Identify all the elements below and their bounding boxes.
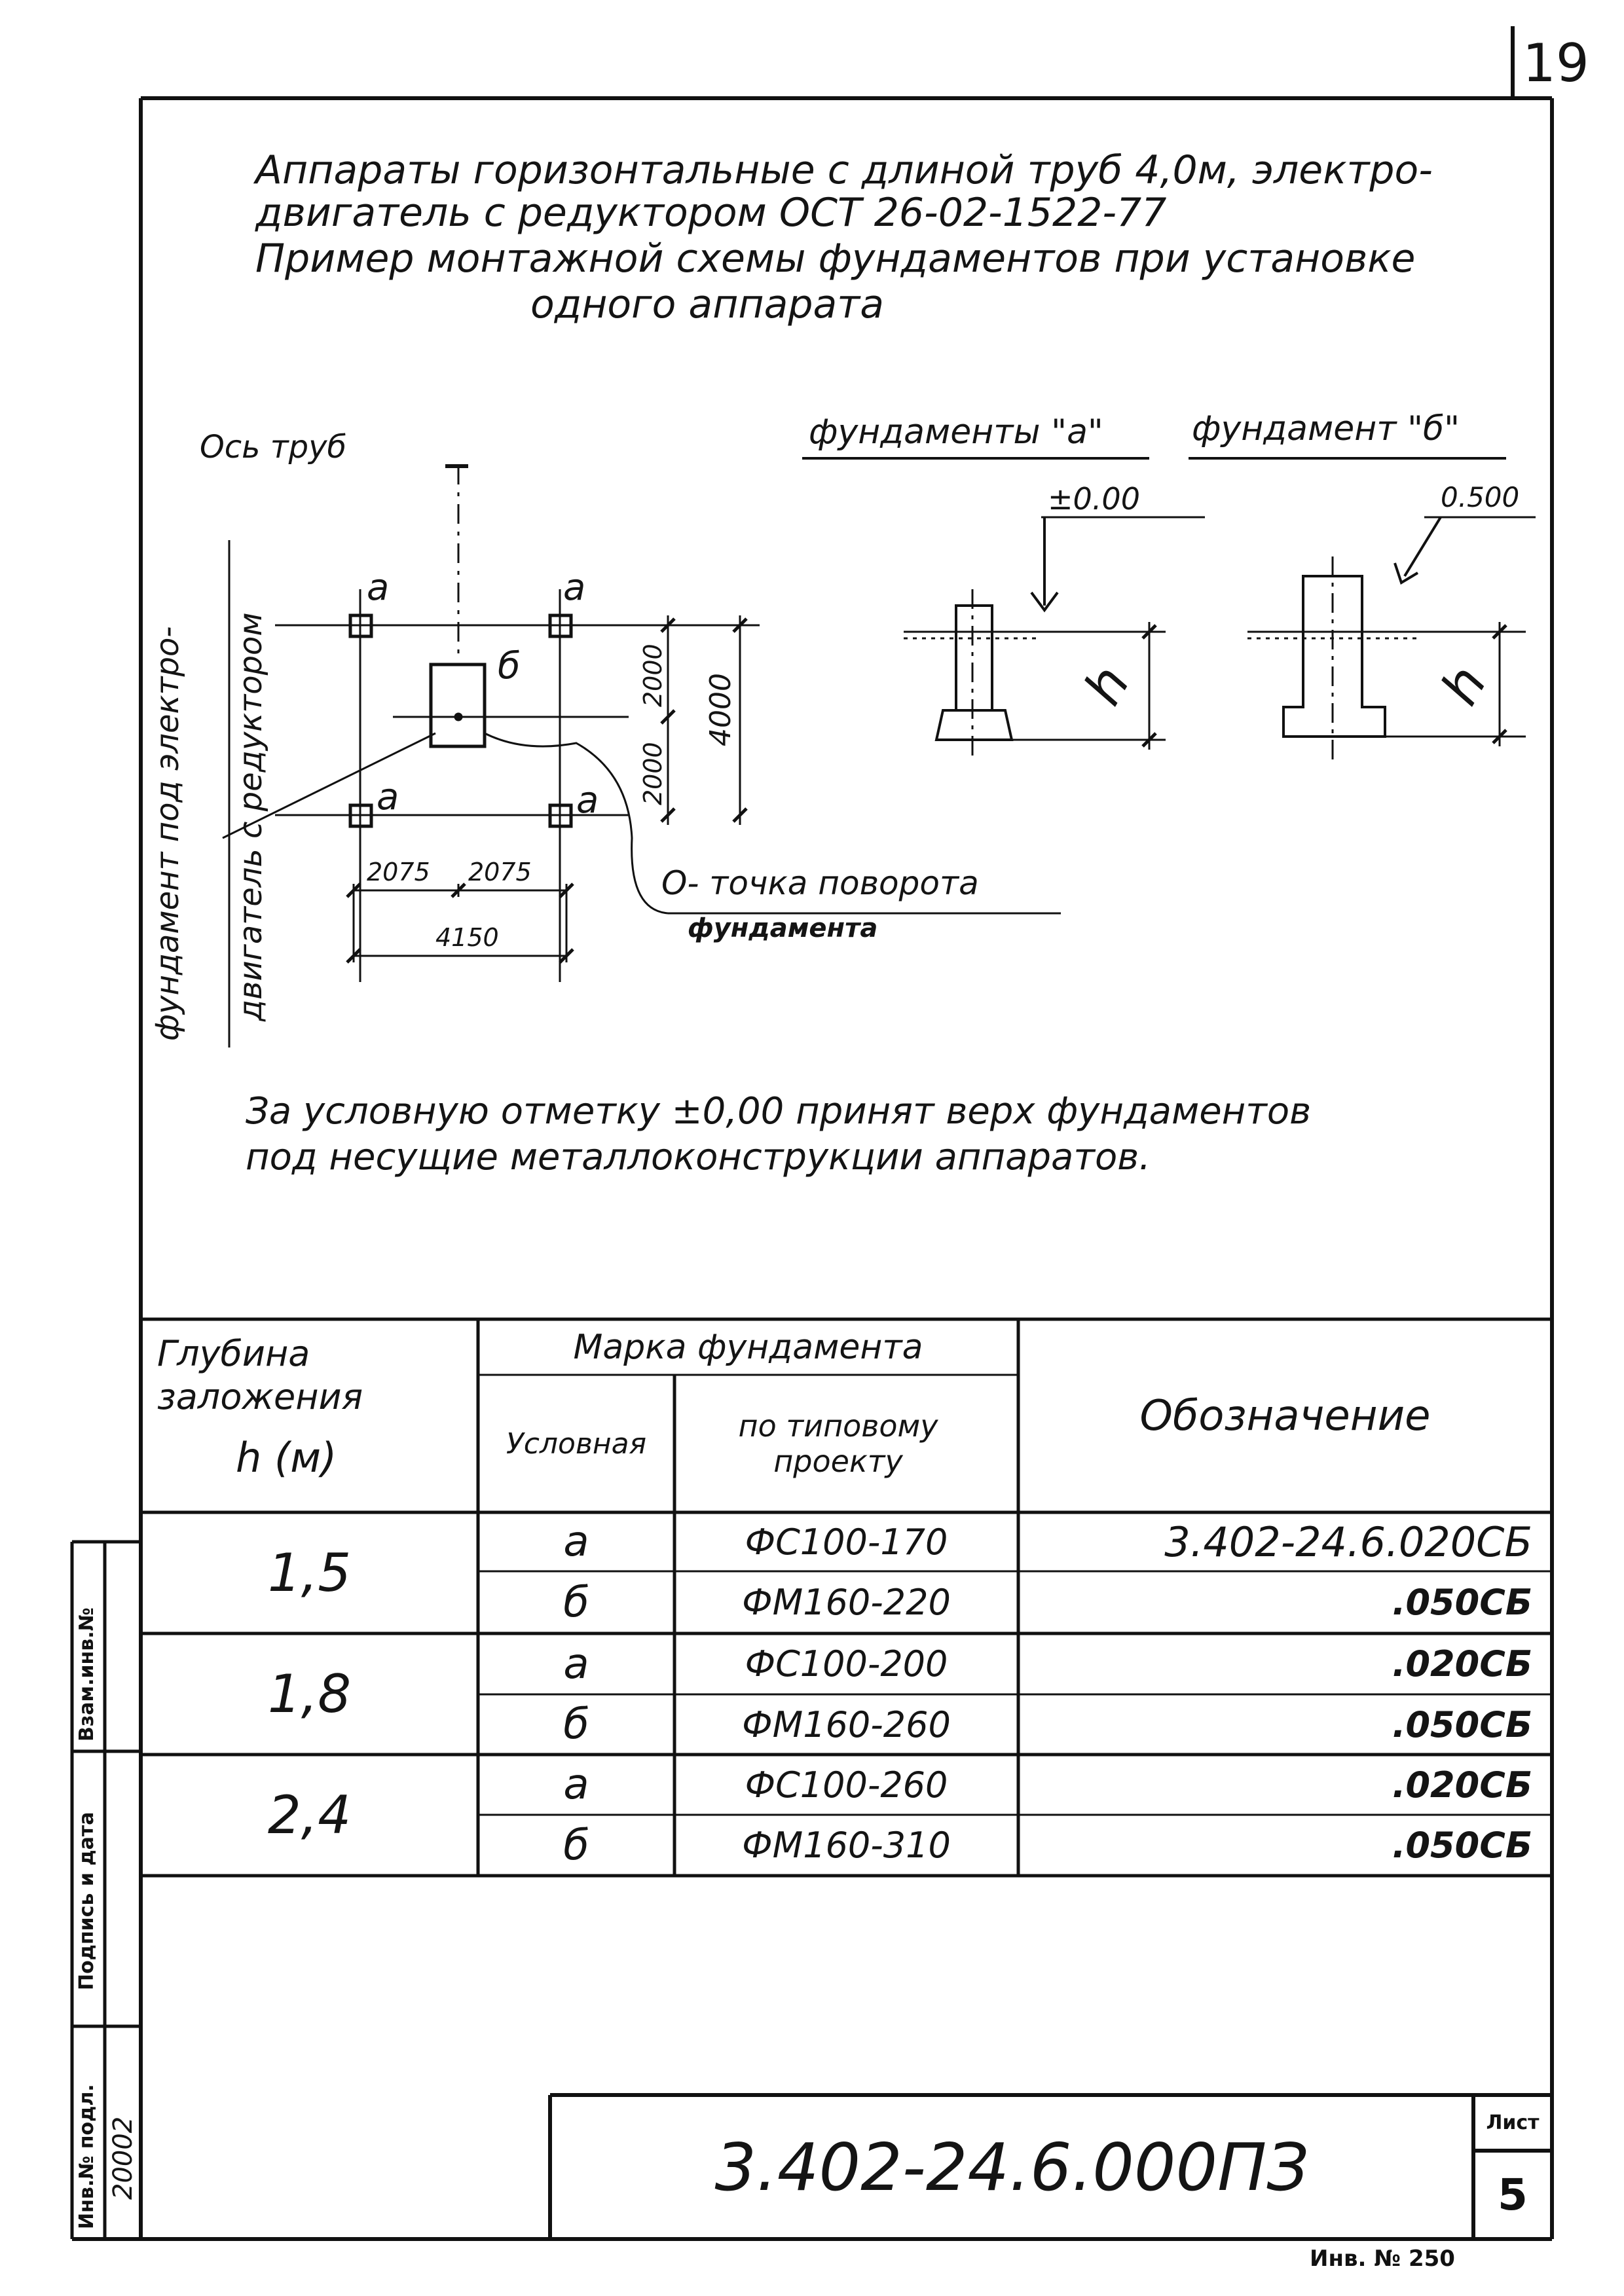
table-row-cond: б <box>563 1821 589 1870</box>
motor-foundation-label: фундамент под электро- <box>149 626 186 1041</box>
table-row-designation: .050СБ <box>1392 1825 1532 1866</box>
mark-a: а <box>367 566 390 609</box>
header-depth-h: h (м) <box>236 1434 337 1482</box>
table-row-cond: а <box>563 1518 589 1566</box>
dimension-2075: 2075 <box>367 858 430 886</box>
plan-scheme <box>222 464 1061 1048</box>
mark-b: б <box>498 645 521 687</box>
table-row-typical: ФС100-170 <box>745 1521 948 1563</box>
note-line: под несущие металлоконструкции аппаратов… <box>246 1136 1151 1178</box>
dimension-2000: 2000 <box>638 742 667 805</box>
table-row-designation: .020СБ <box>1392 1643 1532 1685</box>
footer-inventory: Инв. № 250 <box>1310 2246 1455 2272</box>
axis-label: Ось труб <box>200 429 347 465</box>
pivot-note: фундамента <box>688 913 878 943</box>
section-a <box>802 457 1205 759</box>
section-b <box>1189 457 1536 759</box>
table-row-cond: б <box>563 1700 589 1749</box>
sheet-frame <box>72 26 1554 2241</box>
stamp-sign-date: Подпись и дата <box>75 1812 98 1990</box>
dimension-2075: 2075 <box>468 858 532 886</box>
sheet-number: 5 <box>1498 2170 1528 2220</box>
left-stamp-strip <box>70 1540 141 2239</box>
table-row-cond: а <box>563 1639 589 1688</box>
header-typical: по типовому проекту <box>738 1408 938 1479</box>
dimension-2000: 2000 <box>638 644 667 707</box>
mark-a: а <box>576 779 599 822</box>
level-mark-a: ±0.00 <box>1048 481 1140 517</box>
document-code: 3.402-24.6.000ПЗ <box>714 2128 1309 2206</box>
table-row-designation: .050СБ <box>1392 1582 1532 1623</box>
depth-value: 1,8 <box>267 1664 352 1724</box>
table-row-typical: ФМ160-220 <box>742 1582 951 1623</box>
header-depth: Глубина заложения <box>157 1333 363 1417</box>
dimension-4000: 4000 <box>704 673 737 746</box>
section-b-title: фундамент "б" <box>1192 409 1460 448</box>
level-mark-b: 0.500 <box>1441 481 1520 513</box>
section-a-title: фундаменты "а" <box>809 412 1103 452</box>
header-conditional: Условная <box>506 1427 647 1461</box>
page-number: 19 <box>1522 33 1589 94</box>
table-grid <box>141 1317 1552 1878</box>
table-row-designation: .020СБ <box>1392 1764 1532 1806</box>
table-row-typical: ФС100-200 <box>745 1643 948 1685</box>
sheet-label: Лист <box>1486 2111 1540 2134</box>
depth-value: 2,4 <box>267 1785 352 1846</box>
table-row-typical: ФМ160-310 <box>742 1825 951 1866</box>
title-line: одного аппарата <box>530 282 884 327</box>
pivot-note: О- точка поворота <box>661 864 979 902</box>
dimension-4150: 4150 <box>435 923 499 952</box>
title-block-frame <box>548 2093 1552 2239</box>
mark-a: а <box>377 776 399 818</box>
stamp-inv-value: 20002 <box>108 2116 138 2200</box>
stamp-vzam-inv: Взам.инв.№ <box>75 1607 98 1741</box>
depth-value: 1,5 <box>267 1542 352 1603</box>
title-line: двигатель с редуктором ОСТ 26-02-1522-77 <box>255 190 1167 236</box>
title-line: Пример монтажной схемы фундаментов при у… <box>255 236 1416 282</box>
table-row-cond: а <box>563 1760 589 1809</box>
note-line: За условную отметку ±0,00 принят верх фу… <box>246 1090 1312 1133</box>
header-mark: Марка фундамента <box>573 1327 923 1367</box>
table-row-typical: ФС100-260 <box>745 1764 948 1806</box>
motor-foundation-label: двигатель с редуктором <box>232 612 269 1021</box>
table-row-cond: б <box>563 1578 589 1627</box>
title-line: Аппараты горизонтальные с длиной труб 4,… <box>255 147 1433 193</box>
stamp-inv-podl: Инв.№ подл. <box>75 2084 98 2229</box>
table-row-designation: 3.402-24.6.020СБ <box>1164 1518 1532 1566</box>
mark-a: а <box>563 566 586 609</box>
table-row-designation: .050СБ <box>1392 1704 1532 1745</box>
table-row-typical: ФМ160-260 <box>742 1704 951 1745</box>
header-designation: Обозначение <box>1139 1391 1431 1440</box>
